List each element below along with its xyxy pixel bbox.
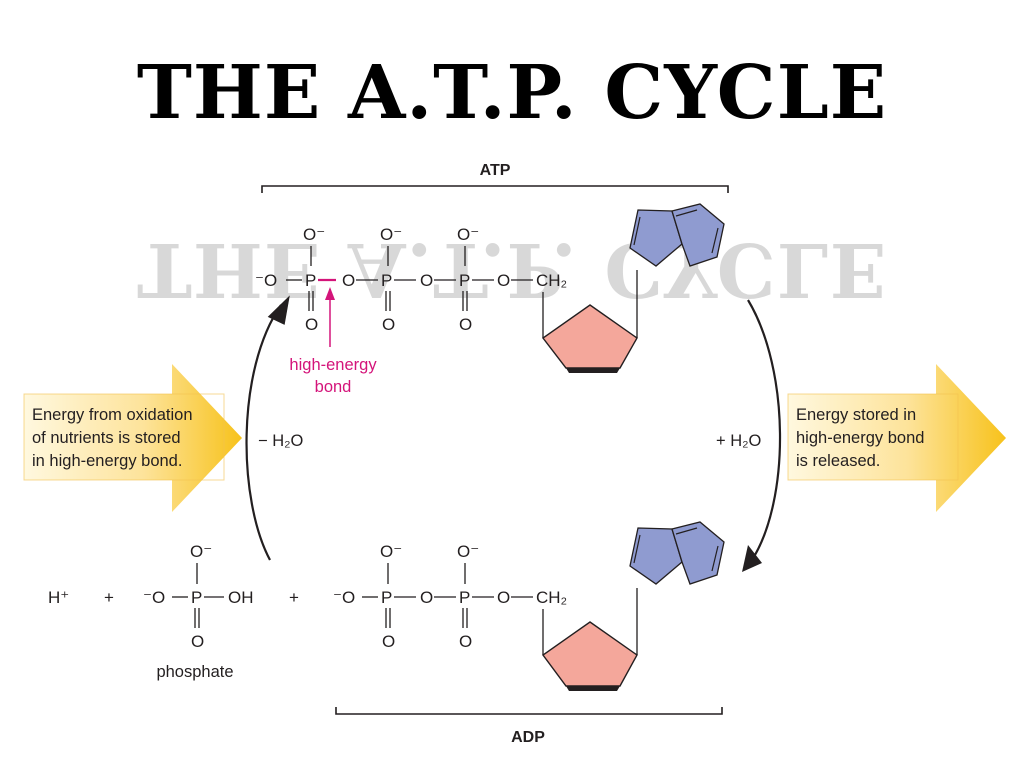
- atp-bracket: ATP: [261, 162, 729, 193]
- atp-bridge-oxygen-3: O: [497, 271, 510, 290]
- adp-bridge-oxygen-2: O: [497, 588, 510, 607]
- adp-adenine-base: [629, 521, 725, 585]
- title-text: THE A.T.P. CYCLE: [137, 50, 887, 136]
- adp-double-o-2: O: [459, 632, 472, 651]
- adp-ch2: CH₂: [536, 588, 567, 607]
- products-row: H⁺ + ⁻O P OH O⁻ O phosphate + ⁻O P O P: [48, 521, 725, 691]
- atp-double-o-2: O: [382, 315, 395, 334]
- inorganic-phosphate: ⁻O P OH O⁻ O phosphate: [143, 542, 254, 681]
- minus-water-label: − H₂O: [258, 432, 304, 450]
- hydrogen-ion: H⁺: [48, 588, 69, 607]
- high-energy-label-line1: high-energy: [289, 356, 377, 374]
- energy-input-callout: Energy from oxidation of nutrients is st…: [23, 364, 242, 512]
- adp-o-minus-2: O⁻: [457, 542, 479, 561]
- high-energy-label-line2: bond: [315, 378, 352, 396]
- energy-release-arrow: [788, 364, 1006, 512]
- pi-hydroxyl: OH: [228, 588, 254, 607]
- atp-phosphorus-2: P: [381, 271, 392, 290]
- atp-bridge-oxygen-1: O: [342, 271, 355, 290]
- atp-label: ATP: [480, 162, 511, 179]
- energy-release-callout: Energy stored in high-energy bond is rel…: [787, 364, 1006, 512]
- adp-ribose-sugar: [542, 621, 638, 687]
- atp-o-minus-2: O⁻: [380, 225, 402, 244]
- energy-input-line3: in high-energy bond.: [32, 452, 182, 470]
- atp-bridge-oxygen-2: O: [420, 271, 433, 290]
- pi-o-minus: O⁻: [190, 542, 212, 561]
- adp-bridge-oxygen-1: O: [420, 588, 433, 607]
- energy-input-arrow: [24, 364, 242, 512]
- plus-water-label: + H₂O: [716, 432, 762, 450]
- atp-ribose-sugar: [542, 304, 638, 369]
- adp-phosphorus-1: P: [381, 588, 392, 607]
- title-reflection: THE A.T.P. CYCLE: [137, 226, 887, 312]
- phosphate-label: phosphate: [156, 663, 233, 681]
- atp-phosphorus-1: P: [305, 271, 316, 290]
- hydrolysis-arrow: + H₂O: [716, 299, 782, 572]
- adp-label: ADP: [511, 729, 545, 746]
- atp-double-o-3: O: [459, 315, 472, 334]
- atp-adenine-base: [629, 203, 725, 267]
- pi-phosphorus: P: [191, 588, 202, 607]
- atp-o-minus-1: O⁻: [303, 225, 325, 244]
- atp-terminal-oxygen: ⁻O: [255, 271, 277, 290]
- atp-double-o-1: O: [305, 315, 318, 334]
- energy-release-line3: is released.: [796, 452, 880, 470]
- adp-terminal-oxygen: ⁻O: [333, 588, 355, 607]
- page-title: THE A.T.P. CYCLE THE A.T.P. CYCLE: [137, 50, 887, 312]
- adp-bracket: ADP: [335, 707, 723, 746]
- pi-neg-oxygen: ⁻O: [143, 588, 165, 607]
- adp-molecule: ⁻O P O P O CH₂ O⁻ O⁻ O O: [333, 521, 725, 691]
- atp-molecule: ⁻O P O P O P O CH₂ O⁻ O⁻ O⁻ O O O: [255, 203, 725, 373]
- atp-phosphorus-3: P: [459, 271, 470, 290]
- high-energy-bond-annotation: high-energy bond: [289, 287, 377, 396]
- synthesis-arrow: − H₂O: [245, 295, 304, 561]
- adp-phosphorus-2: P: [459, 588, 470, 607]
- atp-o-minus-3: O⁻: [457, 225, 479, 244]
- energy-input-line1: Energy from oxidation: [32, 406, 193, 424]
- energy-input-line2: of nutrients is stored: [32, 429, 181, 447]
- pi-double-o: O: [191, 632, 204, 651]
- atp-ch2: CH₂: [536, 271, 567, 290]
- plus-sign-2: +: [289, 588, 299, 607]
- plus-sign-1: +: [104, 588, 114, 607]
- adp-o-minus-1: O⁻: [380, 542, 402, 561]
- energy-release-line2: high-energy bond: [796, 429, 924, 447]
- adp-double-o-1: O: [382, 632, 395, 651]
- energy-release-line1: Energy stored in: [796, 406, 916, 424]
